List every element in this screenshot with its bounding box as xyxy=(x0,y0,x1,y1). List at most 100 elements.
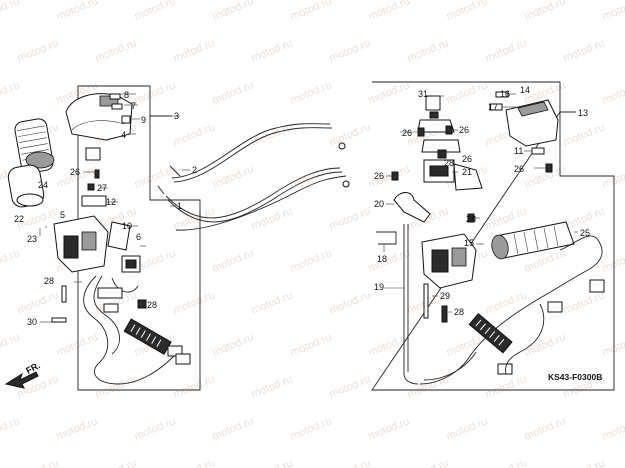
left-handlebar-assembly xyxy=(7,85,350,391)
watermark-text: motod.ru xyxy=(94,373,139,400)
watermark-text: motod.ru xyxy=(328,37,373,64)
watermark-text: motod.ru xyxy=(367,79,412,106)
label-part-9: 9 xyxy=(141,115,146,125)
label-part-14: 14 xyxy=(520,85,530,95)
label-part-10: 10 xyxy=(122,221,132,231)
label-part-17: 17 xyxy=(488,102,498,112)
label-part-11: 11 xyxy=(514,146,523,156)
watermark-text: motod.ru xyxy=(484,37,529,64)
watermark-text: motod.ru xyxy=(367,331,412,358)
watermark-text: motod.ru xyxy=(133,415,178,442)
watermark-text: motod.ru xyxy=(367,0,412,23)
connector xyxy=(167,345,183,357)
screw-28-r1 xyxy=(467,213,475,223)
label-part-5: 5 xyxy=(60,210,65,220)
watermark-text: motod.ru xyxy=(211,247,256,274)
watermark-text: motod.ru xyxy=(250,205,295,232)
label-part-8: 8 xyxy=(124,90,129,100)
watermark-text: motod.ru xyxy=(172,373,217,400)
bracket-18 xyxy=(376,231,397,245)
watermark-text: motod.ru xyxy=(562,289,607,316)
watermark-text: motod.ru xyxy=(601,163,625,190)
label-part-28-r2: 28 xyxy=(454,307,464,317)
switch-6 xyxy=(121,255,141,273)
clip-11 xyxy=(531,147,545,155)
multi-pin-coupler xyxy=(123,318,172,355)
watermark-text: motod.ru xyxy=(484,457,529,468)
screw-28-r2 xyxy=(441,305,448,323)
screw-26-r1 xyxy=(545,163,553,173)
watermark-text: motod.ru xyxy=(94,37,139,64)
watermark-text: motod.ru xyxy=(484,205,529,232)
watermark-text: motod.ru xyxy=(250,457,295,468)
label-part-21: 21 xyxy=(462,167,472,177)
connector xyxy=(497,363,513,375)
connector xyxy=(97,287,123,299)
watermark-text: motod.ru xyxy=(0,415,21,442)
watermark-text: motod.ru xyxy=(16,289,61,316)
watermark-text: motod.ru xyxy=(55,415,100,442)
watermark-text: motod.ru xyxy=(250,37,295,64)
screw-29 xyxy=(423,283,429,319)
watermark-text: motod.ru xyxy=(0,247,21,274)
switch-knob-9 xyxy=(121,115,131,124)
watermark-text: motod.ru xyxy=(289,0,334,23)
switch-housing-15 xyxy=(421,233,477,289)
watermark-text: motod.ru xyxy=(601,247,625,274)
watermark-text: motod.ru xyxy=(484,289,529,316)
label-part-12: 12 xyxy=(106,197,116,207)
watermark-text: motod.ru xyxy=(16,457,61,468)
watermark-text: motod.ru xyxy=(328,457,373,468)
label-part-1: 1 xyxy=(177,201,182,211)
watermark-text: motod.ru xyxy=(328,205,373,232)
watermark-text: motod.ru xyxy=(445,415,490,442)
watermark-text: motod.ru xyxy=(406,37,451,64)
watermark-text: motod.ru xyxy=(211,163,256,190)
watermark-text: motod.ru xyxy=(406,457,451,468)
watermark-text: motod.ru xyxy=(562,457,607,468)
watermark-text: motod.ru xyxy=(133,163,178,190)
watermark-text: motod.ru xyxy=(328,289,373,316)
connector xyxy=(175,353,191,365)
screw-26-r2 xyxy=(391,171,399,181)
watermark-text: motod.ru xyxy=(133,79,178,106)
connector xyxy=(589,279,605,293)
diagram-code: KS43-F0300B xyxy=(548,372,602,382)
label-part-26-r5: 26 xyxy=(514,164,524,174)
watermark-text: motod.ru xyxy=(601,0,625,23)
watermark-text: motod.ru xyxy=(0,331,21,358)
bracket-12 xyxy=(81,195,107,207)
left-wire-harness xyxy=(83,275,175,385)
watermark-text: motod.ru xyxy=(445,0,490,23)
label-part-19: 19 xyxy=(374,282,384,292)
screw-26 xyxy=(94,169,100,179)
label-part-4: 4 xyxy=(121,130,126,140)
switch-housing-5 xyxy=(53,215,109,273)
watermark-text: motod.ru xyxy=(328,373,373,400)
watermark-text: motod.ru xyxy=(523,331,568,358)
watermark-text: motod.ru xyxy=(211,79,256,106)
watermark-text: motod.ru xyxy=(367,247,412,274)
switch-knob-8 xyxy=(109,93,121,100)
cable-19 xyxy=(403,224,419,385)
connector xyxy=(103,303,119,313)
switch-knob-7 xyxy=(111,103,123,110)
label-part-16: 16 xyxy=(500,89,510,99)
watermark-text: motod.ru xyxy=(523,163,568,190)
watermark-text: motod.ru xyxy=(445,79,490,106)
label-part-22: 22 xyxy=(14,214,24,224)
throttle-cables xyxy=(157,123,350,231)
watermark-text: motod.ru xyxy=(562,121,607,148)
watermark-text: motod.ru xyxy=(601,331,625,358)
right-grip-25 xyxy=(491,221,575,260)
switch-cover-14 xyxy=(505,99,559,147)
label-part-23: 23 xyxy=(27,234,37,244)
watermark-text: motod.ru xyxy=(328,121,373,148)
label-part-25: 25 xyxy=(580,228,590,238)
label-part-18: 18 xyxy=(377,254,387,264)
direction-label: FR. xyxy=(24,360,41,376)
watermark-text: motod.ru xyxy=(0,79,21,106)
watermark-text: motod.ru xyxy=(211,331,256,358)
watermark-text: motod.ru xyxy=(289,331,334,358)
screw-28 xyxy=(61,285,67,303)
